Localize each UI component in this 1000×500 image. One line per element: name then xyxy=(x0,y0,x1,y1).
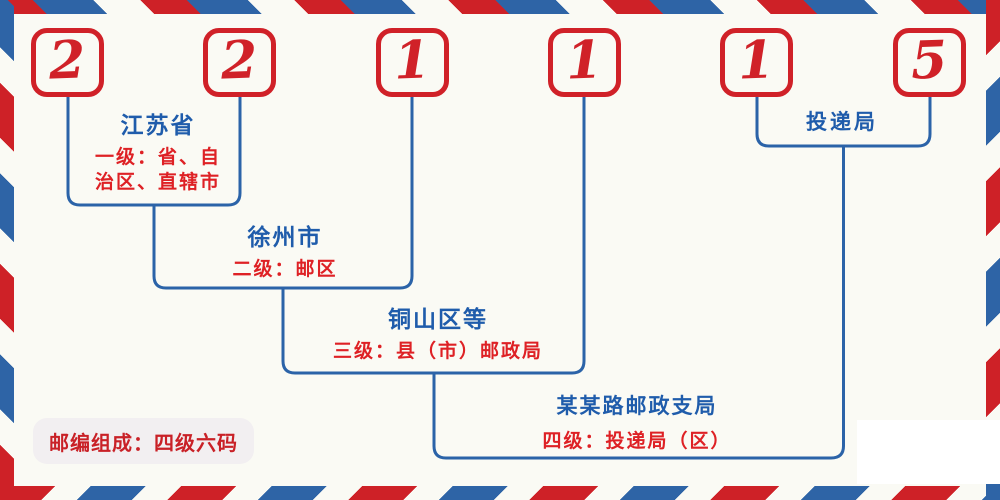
digit-box-6: 5 xyxy=(893,28,966,97)
digit-box-4: 1 xyxy=(548,28,621,97)
level2-label-group: 徐州市 二级：邮区 xyxy=(185,224,385,282)
bracket-delivery xyxy=(755,97,932,148)
level3-description: 三级：县（市）邮政局 xyxy=(332,340,543,362)
level1-description-line2: 治区、直辖市 xyxy=(94,171,221,193)
digit-box-1: 2 xyxy=(31,28,104,97)
level3-label-group: 铜山区等 三级：县（市）邮政局 xyxy=(288,306,588,364)
level4-place-name: 某某路邮政支局 xyxy=(556,393,718,418)
digit-4: 1 xyxy=(565,28,604,92)
postal-code-composition-text: 邮编组成：四级六码 xyxy=(49,430,238,455)
digit-2: 2 xyxy=(220,28,259,92)
airmail-border-right xyxy=(986,0,1000,500)
level1-place-name: 江苏省 xyxy=(120,112,196,139)
level1-description: 一级：省、自 治区、直辖市 xyxy=(58,145,258,195)
level3-place-name: 铜山区等 xyxy=(388,306,488,333)
airmail-border-left xyxy=(0,0,14,500)
bracket-level4 xyxy=(432,146,845,460)
level4-label-group: 某某路邮政支局 四级：投递局（区） xyxy=(437,392,837,454)
delivery-office-label: 投递局 xyxy=(806,109,878,134)
digit-box-5: 1 xyxy=(720,28,793,97)
level4-description: 四级：投递局（区） xyxy=(542,430,732,452)
level1-label-group: 江苏省 一级：省、自 治区、直辖市 xyxy=(58,112,258,195)
digit-5: 1 xyxy=(737,28,776,92)
digit-box-2: 2 xyxy=(203,28,276,97)
digit-6: 5 xyxy=(910,28,949,92)
delivery-office-label-group: 投递局 xyxy=(742,108,942,136)
digit-3: 1 xyxy=(393,28,432,92)
airmail-border-bottom xyxy=(0,486,1000,500)
digit-box-3: 1 xyxy=(376,28,449,97)
white-patch xyxy=(857,420,1000,484)
postal-code-composition-badge: 邮编组成：四级六码 xyxy=(33,418,254,464)
level1-description-line1: 一级：省、自 xyxy=(94,146,221,168)
level2-place-name: 徐州市 xyxy=(247,224,323,251)
level2-description: 二级：邮区 xyxy=(232,258,338,280)
digit-1: 2 xyxy=(48,28,87,92)
airmail-border-top xyxy=(0,0,1000,14)
